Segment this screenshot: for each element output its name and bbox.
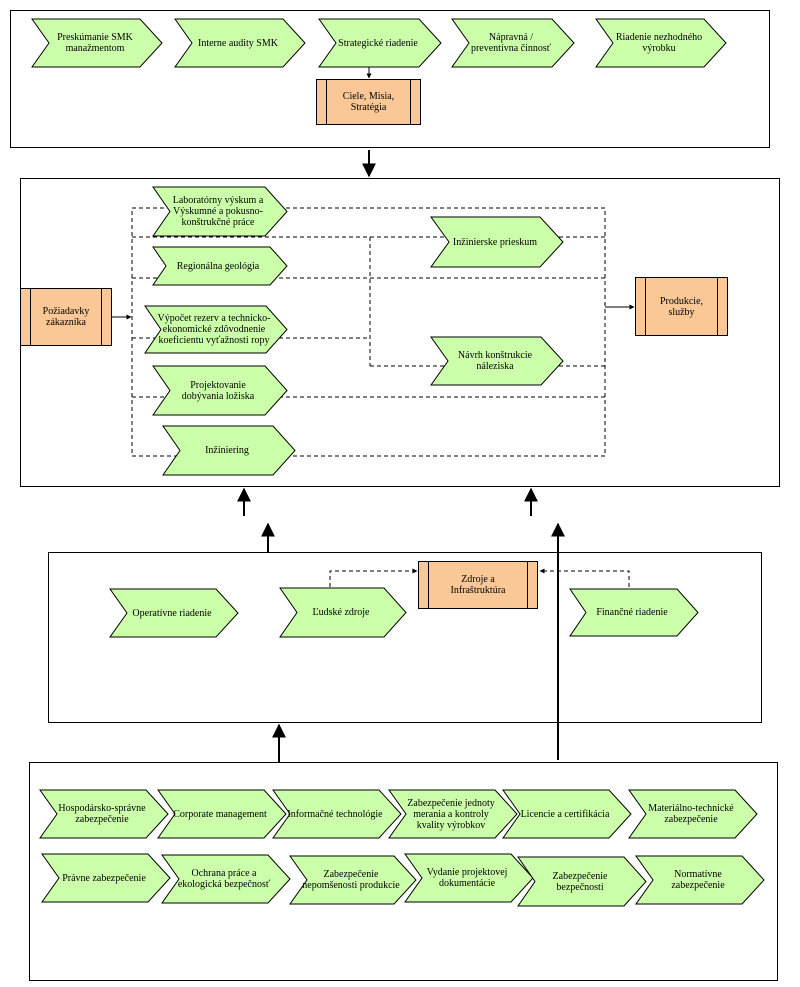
- process-label: Výpočet rezerv a technicko- ekonomické z…: [157, 313, 271, 346]
- process-napravna-cinnost: Nápravná / preventívna činnosť: [451, 18, 575, 68]
- process-inziniering: Inžiniering: [162, 425, 296, 476]
- process-label: Inžinierske prieskum: [452, 236, 538, 248]
- chevron-shape: [388, 789, 518, 839]
- process-materialno-technicke: Materiálno-technické zabezpečenie: [628, 789, 758, 839]
- process-strategicke-riadenie: Strategické riadenie: [318, 18, 442, 68]
- goals-box: Ciele, Misia, Stratégia: [316, 79, 421, 125]
- process-label: Hospodársko-správne zabezpečenie: [58, 803, 146, 825]
- process-label: Vydanie projektovej dokumentácie: [426, 867, 508, 889]
- process-label: Corporate management: [173, 808, 267, 820]
- process-label: Finančné riadenie: [596, 607, 668, 618]
- chevron-shape: [161, 854, 291, 904]
- process-laboratorny-vyskum: Laboratórny výskum a Výskumné a pokusno-…: [152, 186, 288, 237]
- products-services-box: Produkcie, služby: [635, 277, 728, 336]
- process-label: Projektovanie dobývania ložiska: [181, 379, 255, 402]
- chevron-shape: [41, 853, 171, 903]
- chevron-shape: [635, 855, 765, 905]
- chevron-shape: [430, 336, 564, 386]
- chevron-shape: [109, 588, 239, 638]
- resources-infrastructure-label: Zdroje a Infraštruktúra: [450, 574, 506, 596]
- process-preskumanie-smk: Preskúmanie SMK manažmentom: [31, 18, 163, 68]
- process-label: Normatívne zabezpečenie: [671, 869, 725, 891]
- process-label: Preskúmanie SMK manažmentom: [57, 32, 133, 54]
- chevron-shape: [144, 305, 288, 354]
- process-label: Návrh konštrukcie náleziska: [457, 350, 533, 372]
- products-services-label: Produkcie, služby: [659, 295, 704, 318]
- process-ludske-zdroje: Ľudské zdroje: [279, 587, 407, 638]
- resources-infrastructure-box: Zdroje a Infraštruktúra: [418, 561, 538, 609]
- chevron-shape: [279, 587, 407, 638]
- process-riadenie-nezhodneho: Riadenie nezhodného výrobku: [595, 18, 727, 68]
- process-regionalna-geologia: Regionálna geológia: [152, 246, 288, 286]
- customer-requirements-label: Požiadavky zákazníka: [42, 306, 90, 328]
- chevron-shape: [152, 186, 288, 237]
- process-normativne-zabezpecenie: Normatívne zabezpečenie: [635, 855, 765, 905]
- process-label: Materiálno-technické zabezpečenie: [648, 803, 734, 825]
- goals-label: Ciele, Misia, Stratégia: [342, 91, 395, 113]
- chevron-shape: [628, 789, 758, 839]
- process-vypocet-rezerv: Výpočet rezerv a technicko- ekonomické z…: [144, 305, 288, 354]
- process-zabezpecenie-bezpecnosti: Zabezpečenie bezpečnosti: [517, 856, 647, 907]
- chevron-shape: [152, 246, 288, 286]
- chevron-shape: [157, 789, 287, 839]
- chevron-shape: [430, 216, 564, 268]
- process-label: Interne audity SMK: [198, 37, 278, 49]
- process-pravne-zabezpecenie: Právne zabezpečenie: [41, 853, 171, 903]
- chevron-shape: [502, 789, 632, 839]
- process-financne-riadenie: Finančné riadenie: [569, 588, 699, 637]
- chevron-shape: [595, 18, 727, 68]
- chevron-shape: [152, 365, 288, 416]
- chevron-shape: [272, 789, 402, 839]
- process-interne-audity: Interne audity SMK: [174, 18, 306, 68]
- process-label: Laboratórny výskum a Výskumné a pokusno-…: [172, 195, 264, 228]
- chevron-shape: [451, 18, 575, 68]
- chevron-shape: [404, 853, 534, 903]
- process-label: Zabezpečenie jednoty merania a kontroly …: [407, 797, 495, 831]
- process-label: Ochrana práce a ekologická bezpečnosť: [177, 868, 271, 890]
- chevron-shape: [318, 18, 442, 68]
- customer-requirements-box: Požiadavky zákazníka: [20, 288, 112, 346]
- chevron-shape: [174, 18, 306, 68]
- chevron-shape: [39, 789, 169, 839]
- process-inzinierske-prieskum: Inžinierske prieskum: [430, 216, 564, 268]
- process-label: Právne zabezpečenie: [62, 872, 146, 884]
- process-label: Nápravná / preventívna činnosť: [470, 32, 552, 54]
- process-corporate-management: Corporate management: [157, 789, 287, 839]
- process-navrh-konstrukcie: Návrh konštrukcie náleziska: [430, 336, 564, 386]
- process-label: Riadenie nezhodného výrobku: [615, 32, 703, 54]
- process-operativne-riadenie: Operatívne riadenie: [109, 588, 239, 638]
- process-label: Strategické riadenie: [338, 37, 418, 49]
- process-label: Zabezpečenie nepomšenosti produkcie: [302, 869, 400, 891]
- process-hospodarsko-spravne: Hospodársko-správne zabezpečenie: [39, 789, 169, 839]
- process-projektovanie-dobyvania: Projektovanie dobývania ložiska: [152, 365, 288, 416]
- process-label: Inžiniering: [205, 445, 249, 456]
- process-projektova-dokumentacia: Vydanie projektovej dokumentácie: [404, 853, 534, 903]
- process-label: Operatívne riadenie: [132, 607, 212, 619]
- process-licencie-certifikacia: Licencie a certifikácia: [502, 789, 632, 839]
- process-label: Zabezpečenie bezpečnosti: [552, 870, 608, 893]
- process-jednota-merania: Zabezpečenie jednoty merania a kontroly …: [388, 789, 518, 839]
- process-informacne-technologie: Informačné technológie: [272, 789, 402, 839]
- chevron-shape: [517, 856, 647, 907]
- chevron-shape: [569, 588, 699, 637]
- chevron-shape: [162, 425, 296, 476]
- process-nepomsenosti-produkcie: Zabezpečenie nepomšenosti produkcie: [289, 855, 417, 905]
- chevron-shape: [31, 18, 163, 68]
- process-label: Informačné technológie: [287, 808, 383, 820]
- process-label: Ľudské zdroje: [312, 607, 370, 618]
- chevron-shape: [289, 855, 417, 905]
- process-ochrana-prace: Ochrana práce a ekologická bezpečnosť: [161, 854, 291, 904]
- process-label: Regionálna geológia: [176, 260, 260, 272]
- process-label: Licencie a certifikácia: [520, 808, 610, 820]
